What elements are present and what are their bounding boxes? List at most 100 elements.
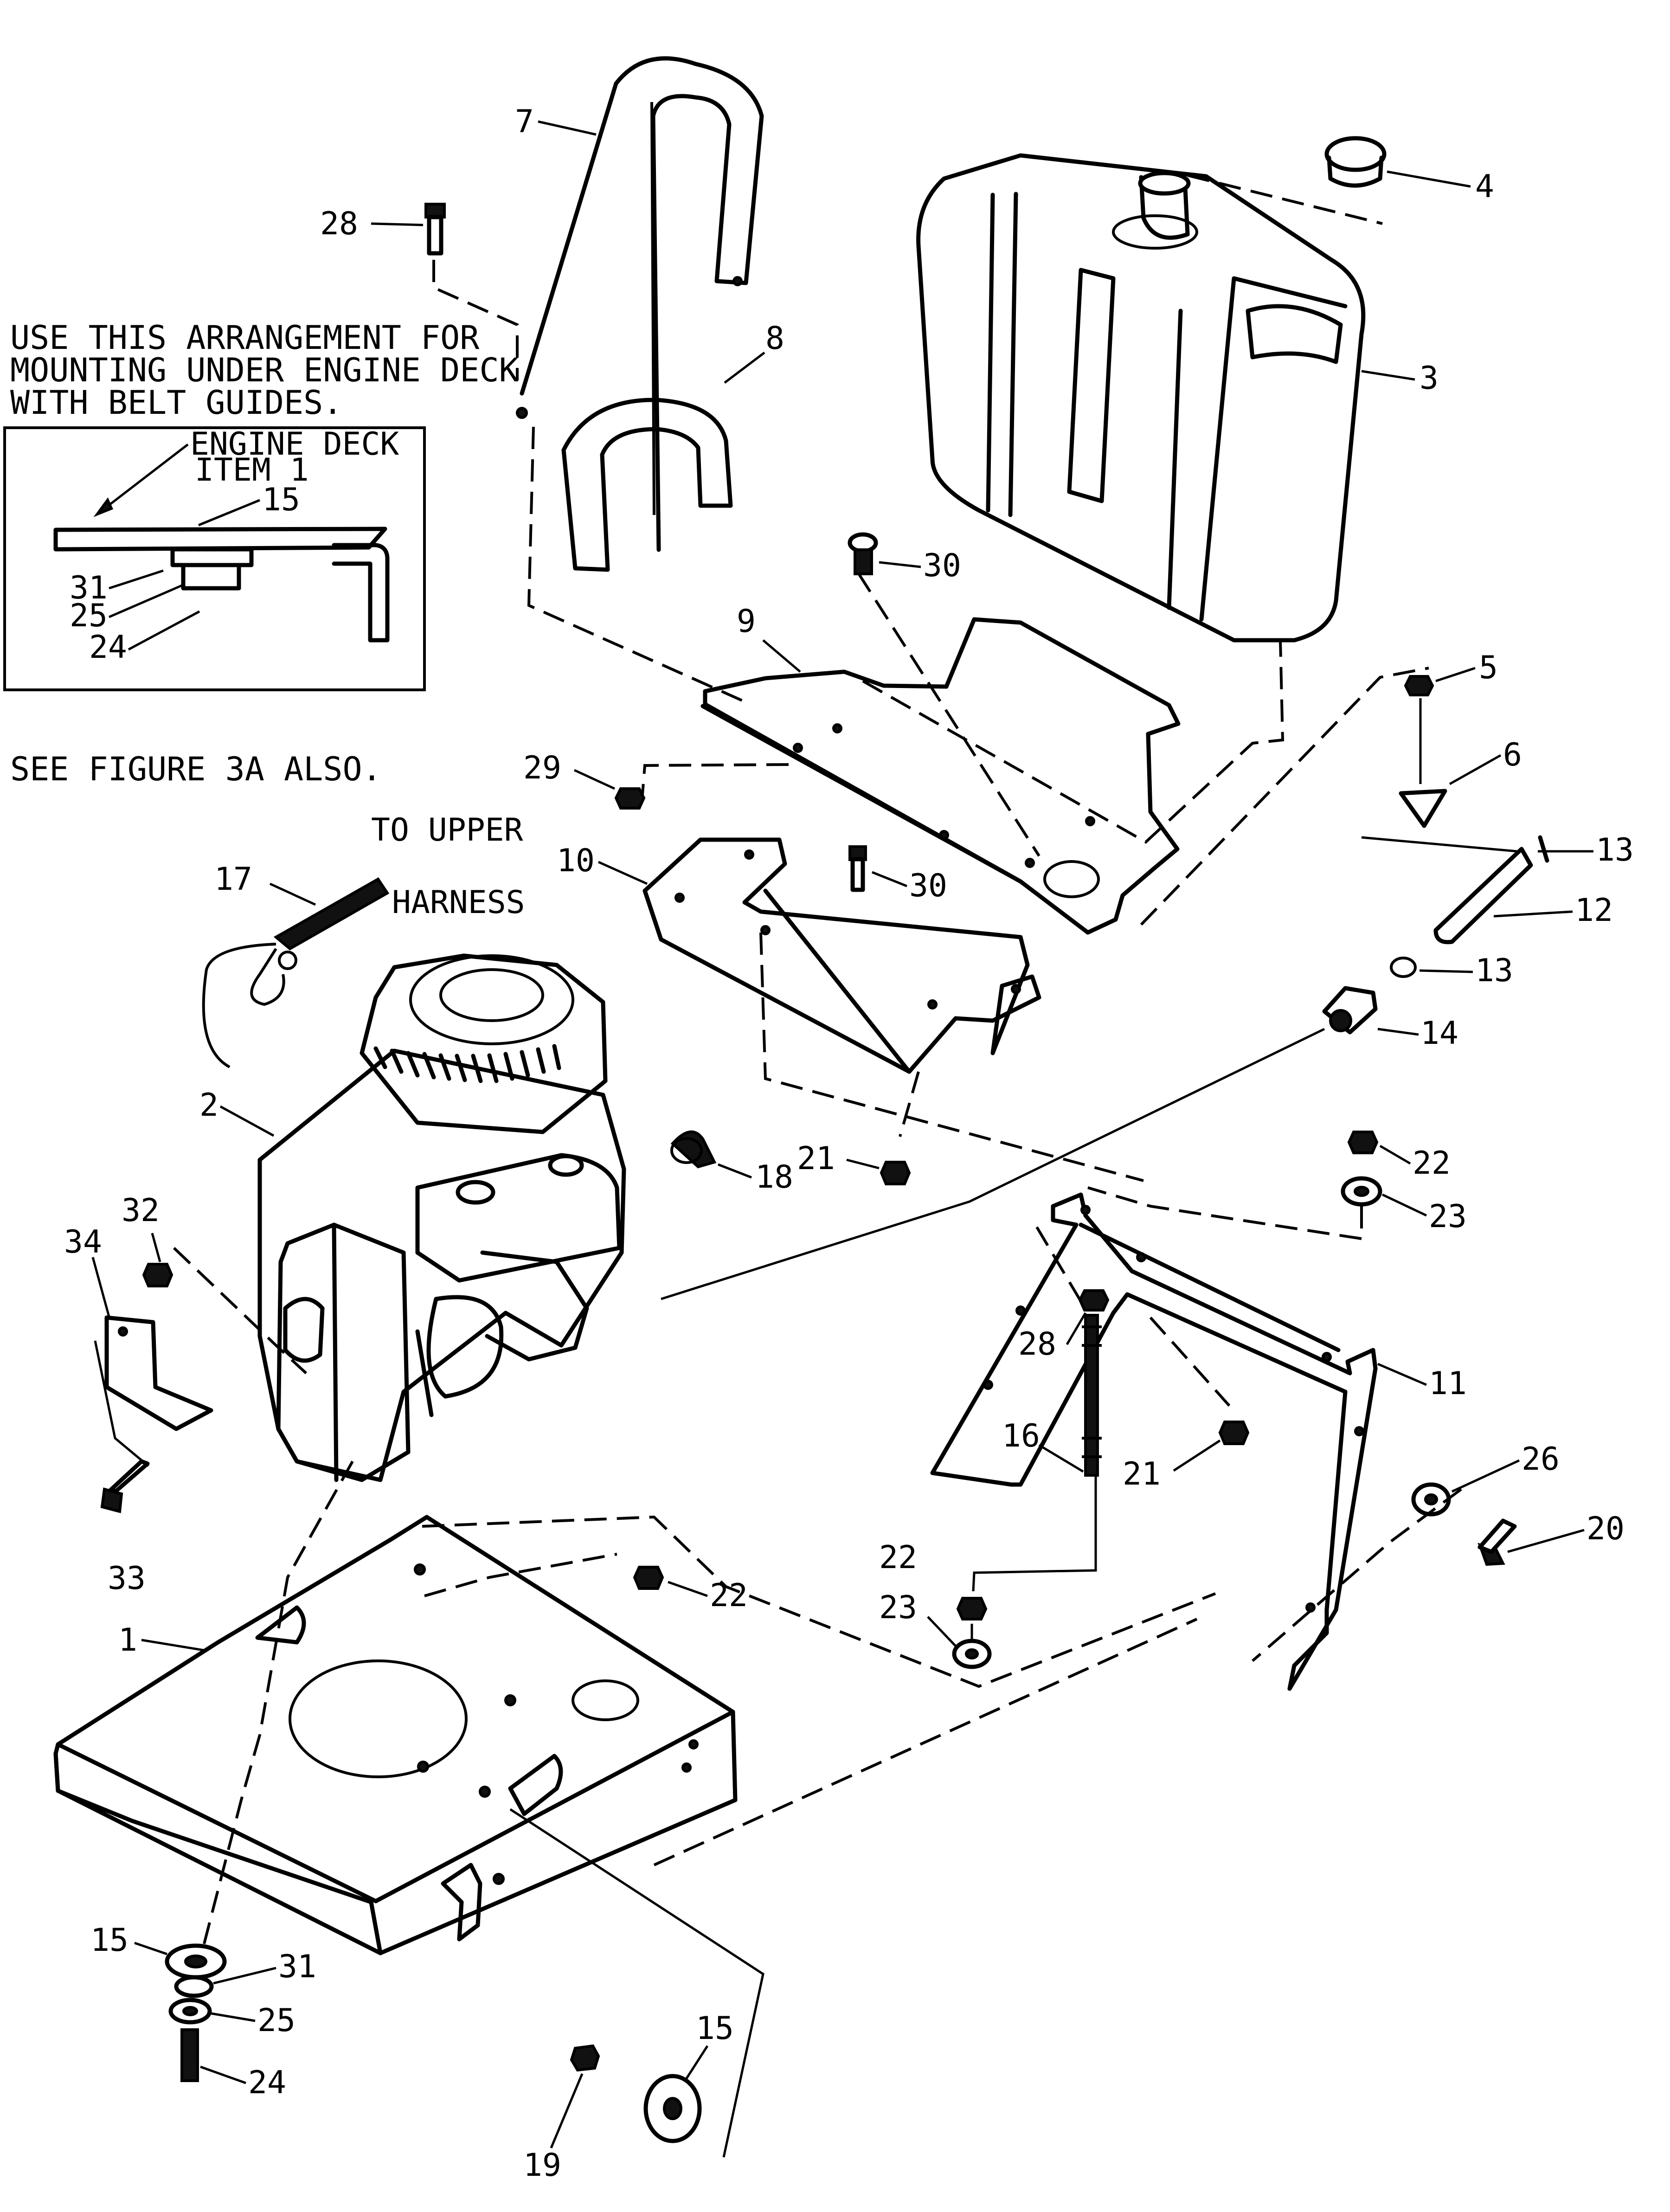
engine-valve-cover xyxy=(415,1153,622,1283)
deck-lip xyxy=(53,1751,383,1955)
leader-11 xyxy=(1377,1363,1427,1386)
frame-hole xyxy=(1015,1305,1026,1316)
leader-1 xyxy=(141,1639,207,1652)
bolt-20 xyxy=(1477,1518,1517,1566)
callout-1: 1 xyxy=(118,1622,137,1659)
callout-13-top: 13 xyxy=(1596,832,1634,868)
callout-24-bottom: 24 xyxy=(248,2064,286,2101)
leader-2 xyxy=(219,1105,275,1137)
nut-28-rod xyxy=(1078,1289,1110,1312)
bracket-hole xyxy=(1025,858,1035,868)
callout-20: 20 xyxy=(1586,1511,1625,1547)
callout-21-right: 21 xyxy=(1123,1456,1161,1492)
callout-16: 16 xyxy=(1002,1418,1040,1454)
leader-5 xyxy=(1435,667,1476,682)
bracket-hole xyxy=(674,893,685,903)
inset-washer xyxy=(170,547,254,567)
callout-5: 5 xyxy=(1479,649,1498,686)
callout-30-bracket: 30 xyxy=(909,868,947,904)
deck-tab xyxy=(255,1605,306,1645)
leader-16 xyxy=(1038,1444,1084,1473)
callout-13-lower: 13 xyxy=(1475,952,1513,989)
bolt-33 xyxy=(100,1459,150,1513)
frame-hole xyxy=(1354,1426,1364,1436)
leader-15-right xyxy=(685,2045,709,2079)
deck-hole xyxy=(681,1762,692,1773)
frame-hole xyxy=(1305,1602,1316,1613)
engine-shroud xyxy=(360,953,608,1134)
assembly-path xyxy=(641,763,789,795)
callout-22-low: 22 xyxy=(879,1539,917,1576)
leader-31-bottom xyxy=(213,1967,276,1985)
callout-25-bottom: 25 xyxy=(257,2002,295,2039)
assembly-path xyxy=(1361,836,1517,853)
leader-17 xyxy=(269,882,316,906)
inset-deck-label-2: ITEM 1 xyxy=(195,452,309,489)
bracket-hole xyxy=(793,743,803,753)
bracket-hole xyxy=(118,1326,128,1337)
callout-31-bottom: 31 xyxy=(278,1948,316,1985)
arrowhead xyxy=(93,497,114,517)
callout-28-rod: 28 xyxy=(1018,1326,1056,1363)
assembly-path xyxy=(1149,1316,1231,1407)
inset-callout-25: 25 xyxy=(70,598,108,634)
arrangement-note: USE THIS ARRANGEMENT FOR MOUNTING UNDER … xyxy=(10,319,519,422)
leader-8 xyxy=(724,352,765,384)
frame-hole xyxy=(1080,1205,1091,1215)
leader-28-top xyxy=(371,222,424,226)
inset-leader-31 xyxy=(109,569,164,590)
tank-rib xyxy=(986,193,995,513)
leader-15-bottom xyxy=(134,1942,167,1955)
assembly-path xyxy=(759,932,1144,1182)
deck-hole xyxy=(479,1786,491,1798)
belt-guide-7 xyxy=(516,56,764,552)
leader-34 xyxy=(91,1257,110,1317)
engine-bolt xyxy=(548,1154,584,1177)
inset-deck-plate xyxy=(53,527,387,552)
callout-10: 10 xyxy=(557,842,595,879)
inset-callout-15: 15 xyxy=(262,482,300,518)
callout-12: 12 xyxy=(1575,892,1613,929)
nut-29 xyxy=(614,787,646,810)
assembly-path xyxy=(1087,1186,1363,1241)
see-figure-note: SEE FIGURE 3A ALSO. xyxy=(10,750,382,788)
inset-grommet xyxy=(181,563,241,591)
assembly-path xyxy=(862,640,1285,844)
leader-23-low xyxy=(927,1616,957,1647)
fuel-cap xyxy=(1324,136,1387,188)
bolt-30-top xyxy=(848,532,878,575)
engine-muffler-port xyxy=(283,1297,325,1363)
nut-22-mid xyxy=(633,1566,664,1590)
bolt-hole xyxy=(732,276,743,286)
engine-cooling-fins xyxy=(373,1044,561,1083)
callout-9: 9 xyxy=(737,603,756,640)
tank-edge xyxy=(1199,276,1348,622)
inset-frame xyxy=(3,426,426,691)
callout-26: 26 xyxy=(1522,1441,1560,1478)
deck-hole xyxy=(417,1761,429,1773)
bracket-hole xyxy=(1085,816,1095,826)
belt-guide-8 xyxy=(561,398,733,572)
engine-muffler xyxy=(276,1222,411,1482)
callout-17: 17 xyxy=(214,861,252,898)
deck-hole xyxy=(504,1694,516,1706)
engine-air-intake xyxy=(426,1295,504,1399)
fuel-filter-14 xyxy=(1322,986,1378,1035)
deck-hole xyxy=(688,1739,699,1749)
leader-32 xyxy=(151,1233,161,1262)
leader-30-bracket xyxy=(872,871,907,887)
frame-hole xyxy=(983,1380,993,1390)
callout-22-right: 22 xyxy=(1413,1145,1451,1182)
bracket-hole xyxy=(939,830,949,840)
leader-19 xyxy=(550,2073,584,2148)
leader-22-right xyxy=(1379,1145,1411,1165)
inset-callout-31: 31 xyxy=(70,570,108,606)
connector-ring xyxy=(278,951,297,970)
deck-shaft-hole xyxy=(572,1679,639,1721)
deck-fold xyxy=(373,1710,735,1903)
rod-threads xyxy=(1082,1325,1102,1458)
leader-30-top xyxy=(879,561,921,568)
leader-28-rod xyxy=(1066,1312,1087,1345)
harness-label-2: HARNESS xyxy=(392,884,525,921)
assembly-path xyxy=(1252,1488,1462,1662)
